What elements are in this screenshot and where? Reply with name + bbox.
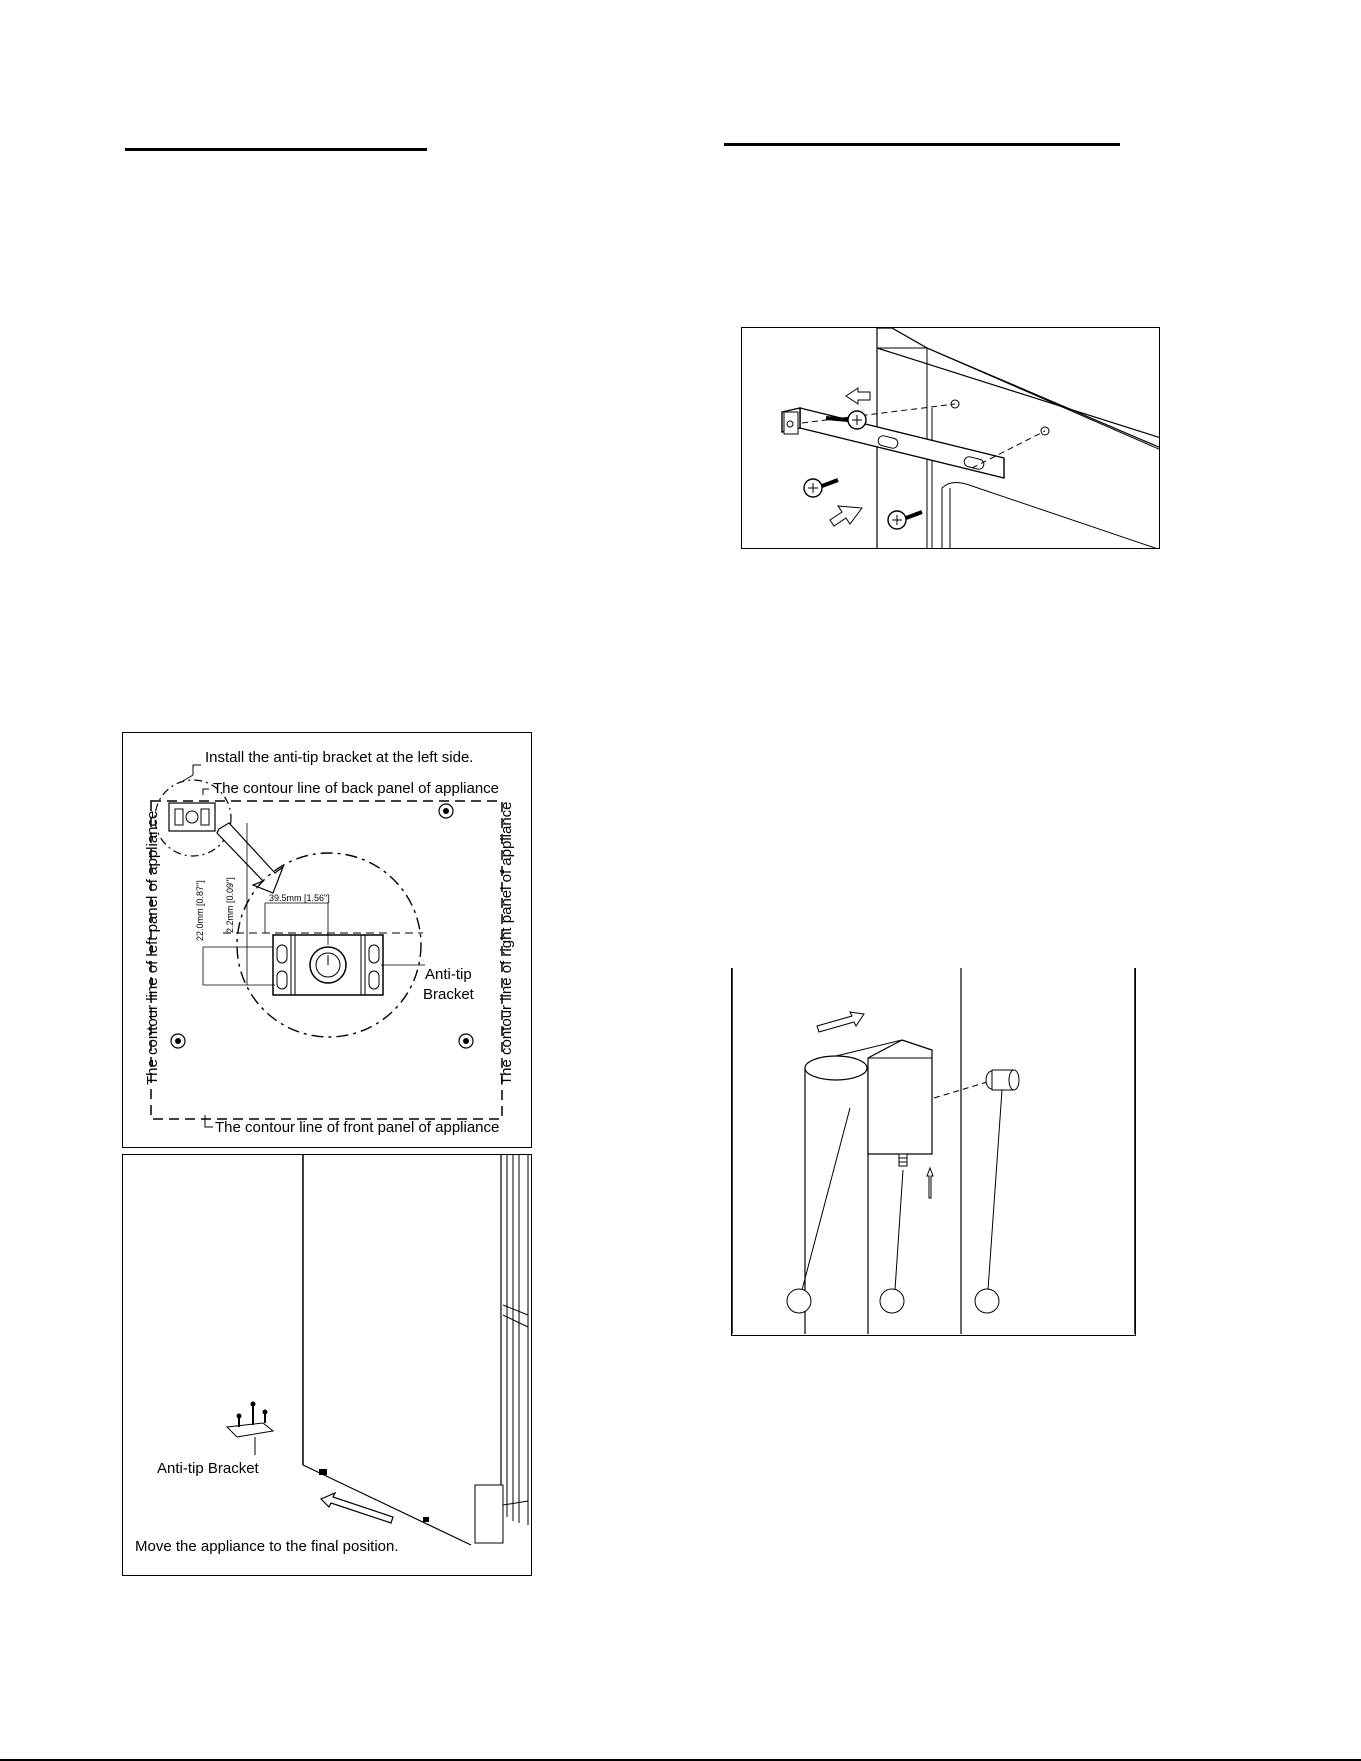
anti-tip-bracket-icon [225,1401,275,1455]
left-heading-rule [125,148,427,151]
hinge-detail-figure [731,968,1136,1336]
direction-arrow-icon [816,1011,934,1199]
direction-arrow-icon [829,387,871,527]
move-note-text: Move the appliance to the final position… [135,1538,399,1555]
anti-tip-plan-figure: Install the anti-tip bracket at the left… [122,732,532,1148]
bushing-icon [985,1069,1020,1091]
page-bottom-rule [0,1759,1361,1761]
dim-width-text: 39.5mm [1.56"] [269,893,330,903]
rail-install-figure [741,327,1160,549]
dim-depth-text: 22.0mm [0.87"] [195,880,205,941]
bracket-label-line1: Anti-tip [425,966,472,983]
front-panel-label: The contour line of front panel of appli… [215,1119,499,1136]
right-heading-rule [724,143,1120,146]
callout-circle-icon [786,1288,1000,1314]
push-arrow-icon [319,1491,394,1524]
install-note-text: Install the anti-tip bracket at the left… [205,749,473,766]
dim-offset-text: 2.2mm [0.09"] [225,877,235,933]
bracket-label-line2: Bracket [423,986,475,1003]
screw-icon [803,410,923,530]
right-panel-label: The contour line of right panel of appli… [498,801,515,1085]
back-panel-label: The contour line of back panel of applia… [213,780,499,797]
move-bracket-label: Anti-tip Bracket [157,1460,260,1477]
left-panel-label: The contour line of left panel of applia… [144,811,161,1085]
leveling-foot-icon [170,803,474,1049]
move-appliance-figure: Anti-tip Bracket Move the appliance to t… [122,1154,532,1576]
